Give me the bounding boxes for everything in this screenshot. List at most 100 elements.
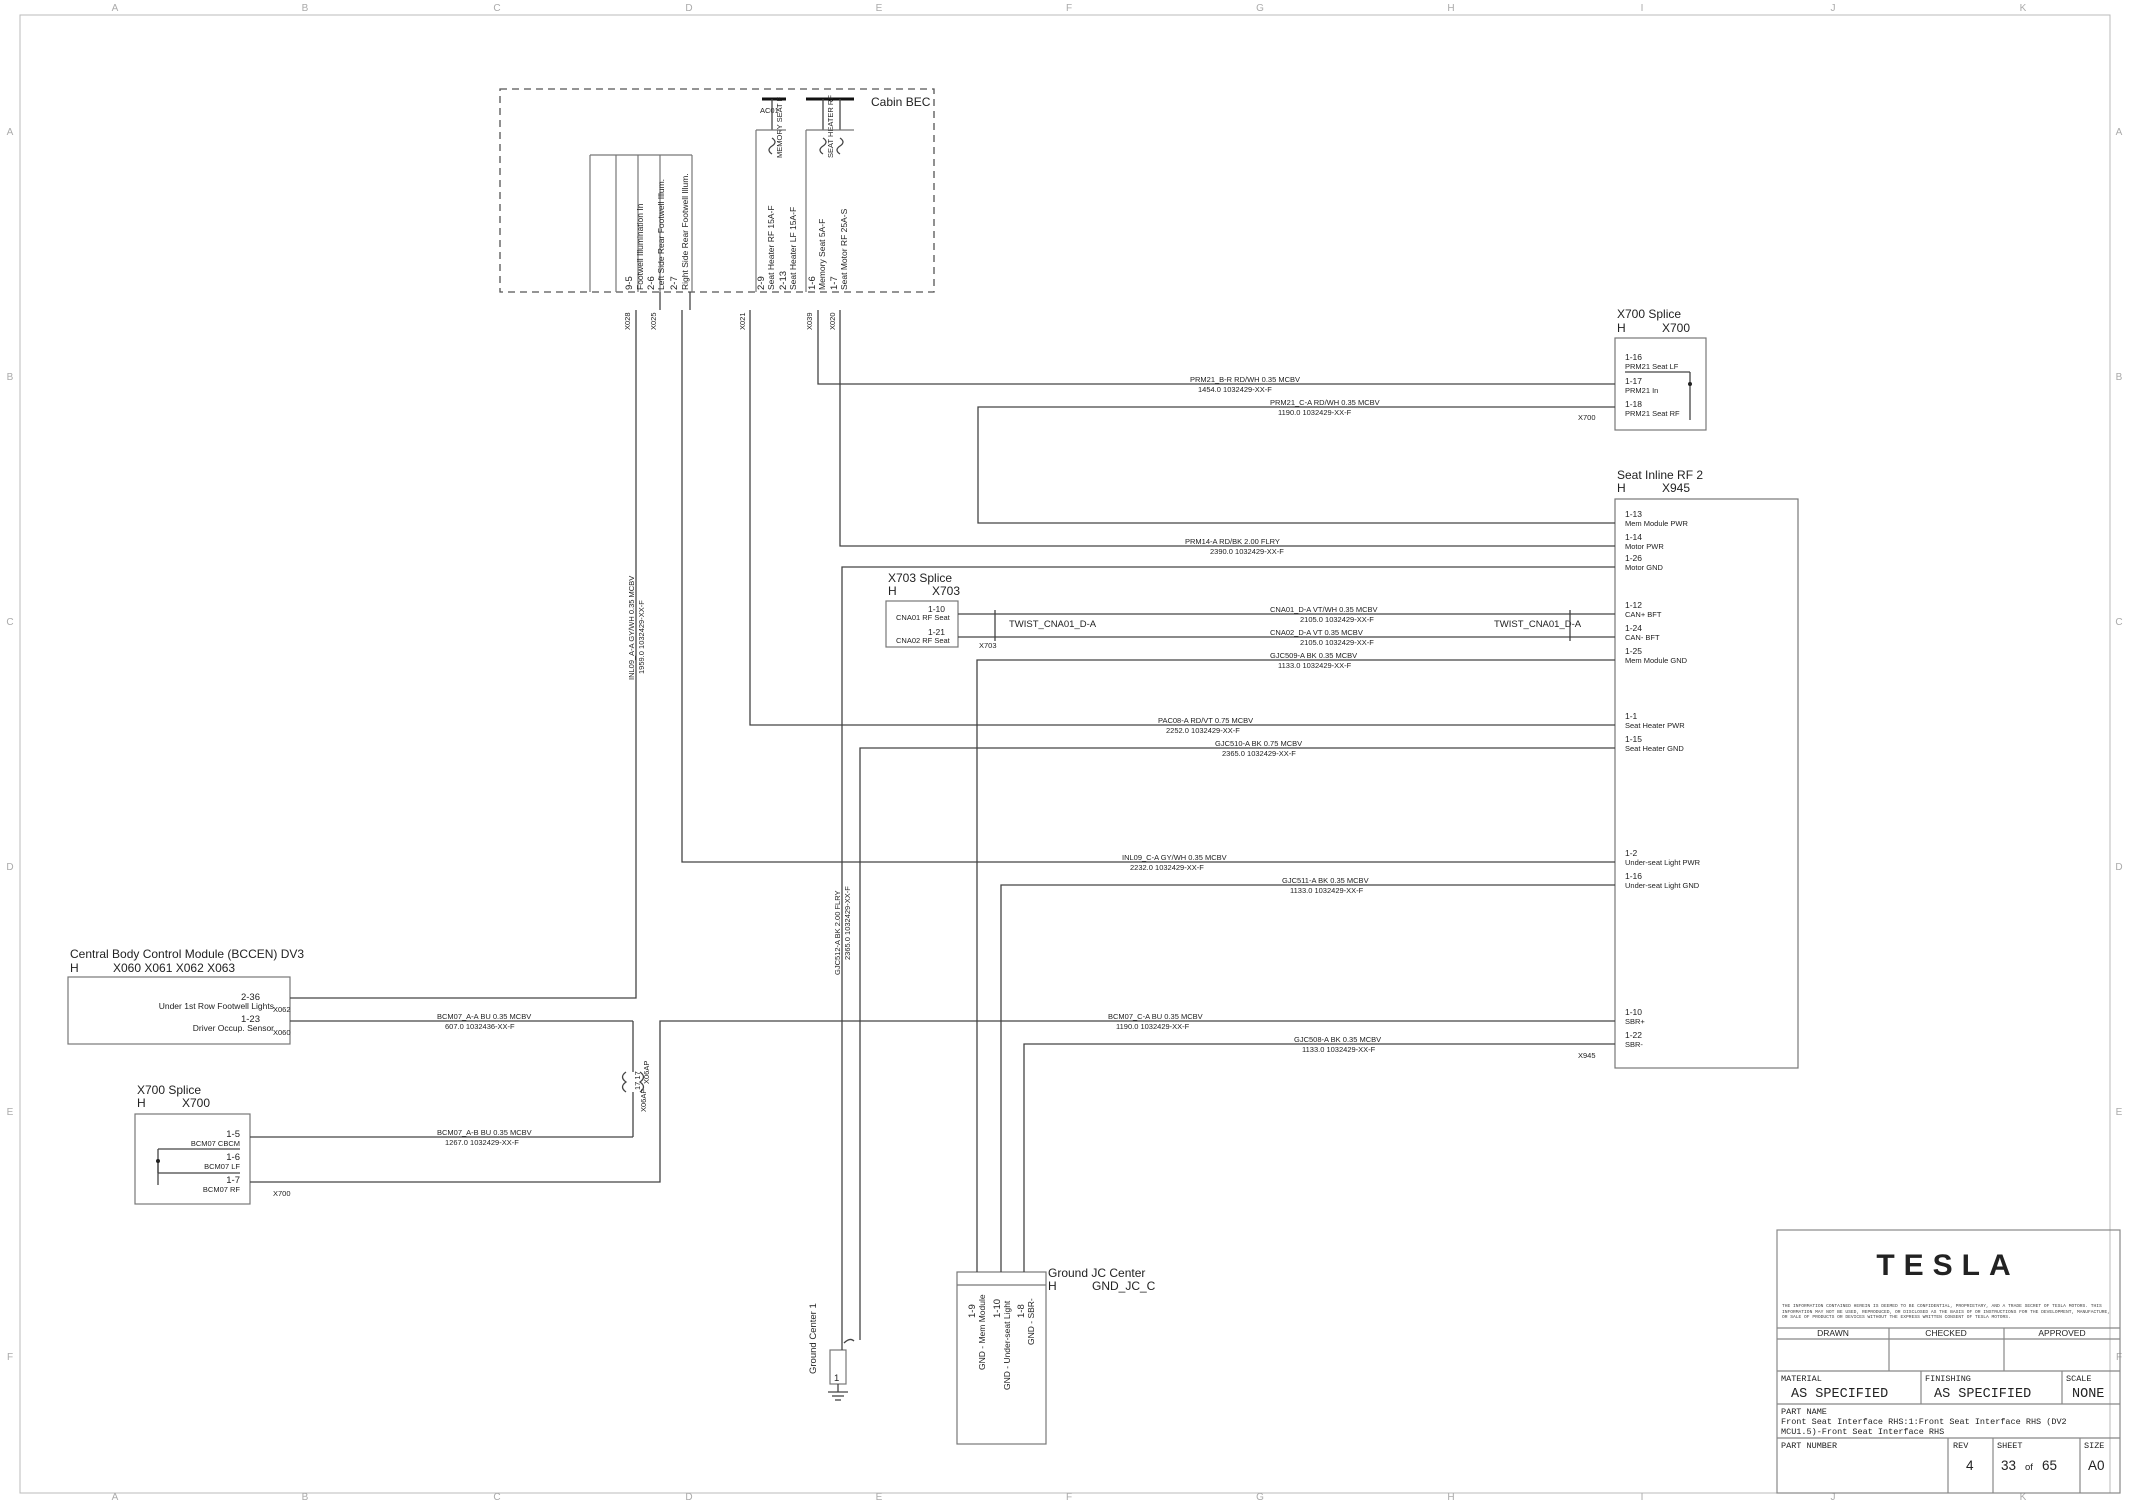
x700-top-pin: 1-18 xyxy=(1625,399,1642,409)
ground-jc-center[interactable]: Ground JC Center H GND_JC_C 1-9 GND - Me… xyxy=(956,1266,1156,1445)
wire-part: 1133.0 1032429-XX-F xyxy=(1302,1045,1376,1054)
x700-top-pin-label: PRM21 Seat RF xyxy=(1625,409,1680,418)
grid-row-label: B xyxy=(2116,372,2123,383)
x703-pin-label: CNA01 RF Seat xyxy=(896,613,951,622)
grid-col-label: F xyxy=(1066,1492,1072,1503)
seat-inline-conn: X945 xyxy=(1662,481,1690,495)
fuse-icon xyxy=(836,137,844,155)
grid-col-label: A xyxy=(112,1492,119,1503)
ground-jc-pin-label: GND - Under-seat Light xyxy=(1002,1300,1012,1390)
wire-part: 2105.0 1032429-XX-F xyxy=(1300,638,1374,647)
x700-splice-top[interactable]: X700 Splice H X700 1-16 PRM21 Seat LF 1-… xyxy=(1578,307,1707,431)
wire-part: 2365.0 1032429-XX-F xyxy=(843,886,852,960)
svg-text:9-5: 9-5 xyxy=(624,276,635,290)
grid-col-label: E xyxy=(876,1492,883,1503)
seat-inline-pin-label: CAN+ BFT xyxy=(1625,610,1662,619)
inline-conn-label-a: X06AP xyxy=(642,1061,651,1084)
wire-spec: BCM07_A-A BU 0.35 MCBV xyxy=(437,1012,531,1021)
ground-jc-conn: GND_JC_C xyxy=(1092,1279,1156,1293)
ground-jc-h: H xyxy=(1048,1279,1057,1293)
grid-col-label: H xyxy=(1447,3,1454,14)
grid-row-label: E xyxy=(2116,1107,2123,1118)
grid-col-label: G xyxy=(1256,1492,1264,1503)
wire-part: 1454.0 1032429-XX-F xyxy=(1198,385,1272,394)
x700-top-conn: X700 xyxy=(1662,321,1690,335)
seat-inline-pin: 1-2 xyxy=(1625,848,1638,858)
ground-center-label: Ground Center 1 xyxy=(808,1303,819,1374)
x703-h: H xyxy=(888,584,897,598)
ground-jc-pin-label: GND - SBR- xyxy=(1026,1298,1036,1345)
x703-pin: 1-10 xyxy=(928,604,945,614)
grid-col-label: C xyxy=(493,1492,500,1503)
x700-top-side-label: X700 xyxy=(1578,413,1596,422)
seat-inline-box xyxy=(1614,498,1799,1069)
seat-inline-pin: 1-1 xyxy=(1625,711,1638,721)
grid-row-label: D xyxy=(6,862,13,873)
bec-pin-num: 1-6 xyxy=(807,276,818,290)
x703-splice[interactable]: X703 Splice H X703 1-10 CNA01 RF Seat 1-… xyxy=(885,571,997,650)
bccen-module[interactable]: Central Body Control Module (BCCEN) DV3 … xyxy=(67,947,304,1045)
seat-inline-pin-label: Mem Module PWR xyxy=(1625,519,1689,528)
grid-col-label: J xyxy=(1831,3,1836,14)
tb-rev-label: REV xyxy=(1953,1441,1969,1451)
ground-jc-pin: 1-9 xyxy=(967,1304,978,1318)
grid-col-label: A xyxy=(112,3,119,14)
sheet-border xyxy=(19,14,2111,1494)
bec-conn-label: X028 xyxy=(623,312,632,330)
x700-splice-bottom[interactable]: X700 Splice H X700 1-5 BCM07 CBCM 1-6 BC… xyxy=(134,1083,291,1205)
wire-part: 1133.0 1032429-XX-F xyxy=(1290,886,1364,895)
seat-inline-pin-label: SBR+ xyxy=(1625,1017,1645,1026)
wire-part: 1959.0 1032429-XX-F xyxy=(637,600,646,674)
ground-center-1[interactable]: Ground Center 1 1 xyxy=(808,1303,855,1401)
bec-pin-label: Seat Motor RF 25A-S xyxy=(839,208,849,290)
x700-top-title: X700 Splice xyxy=(1617,307,1681,321)
ground-center-pin: 1 xyxy=(834,1373,839,1384)
ground-jc-pin-label: GND - Mem Module xyxy=(977,1294,987,1370)
fuse-icon xyxy=(768,137,776,155)
tesla-logo: TESLA xyxy=(1876,1249,2019,1282)
x700-bottom-box xyxy=(134,1113,251,1205)
seat-inline-h: H xyxy=(1617,481,1626,495)
ground-jc-pin: 1-10 xyxy=(992,1299,1003,1318)
x700-top-h: H xyxy=(1617,321,1626,335)
seat-inline-pin: 1-12 xyxy=(1625,600,1642,610)
inline-conn-label-b: X06AF xyxy=(639,1089,648,1112)
wire-labels: PRM21_B-R RD/WH 0.35 MCBV 1454.0 1032429… xyxy=(437,375,1381,1147)
x700-bottom-pin-label: BCM07 LF xyxy=(204,1162,240,1171)
bec-pin-num: 2-9 xyxy=(756,276,767,290)
x700-bottom-pin-label: BCM07 RF xyxy=(203,1185,241,1194)
grid-col-label: J xyxy=(1831,1492,1836,1503)
bec-pin-label: Seat Heater RF 15A-F xyxy=(766,205,776,290)
x700-top-pin-label: PRM21 In xyxy=(1625,386,1658,395)
x703-side-label: X703 xyxy=(979,641,997,650)
fuse-label-heater: SEAT HEATER RF xyxy=(826,95,835,158)
wire-part: 2232.0 1032429-XX-F xyxy=(1130,863,1204,872)
tb-part-name-2: MCU1.5)-Front Seat Interface RHS xyxy=(1781,1427,1944,1437)
bec-conn-label: X039 xyxy=(805,312,814,330)
wire-part: 2365.0 1032429-XX-F xyxy=(1222,749,1296,758)
bec-pin-num: 1-7 xyxy=(829,276,840,290)
title-block: TESLA THE INFORMATION CONTAINED HEREIN I… xyxy=(1776,1229,2121,1494)
inline-connector-x06a[interactable]: X06AP X06AF 17 17 xyxy=(621,1061,652,1112)
fuse-icon xyxy=(819,137,827,155)
cabin-bec-box xyxy=(499,88,935,293)
tb-scale: NONE xyxy=(2072,1387,2104,1402)
bccen-pin-label: Under 1st Row Footwell Lights xyxy=(159,1001,274,1011)
x703-conn: X703 xyxy=(932,584,960,598)
x700-bottom-pin: 1-5 xyxy=(226,1129,240,1140)
wire-part: 2390.0 1032429-XX-F xyxy=(1210,547,1284,556)
tb-sheet-total: 65 xyxy=(2042,1458,2057,1473)
x700-bottom-pin: 1-7 xyxy=(226,1175,240,1186)
bccen-conn: X060 xyxy=(273,1028,291,1037)
x703-box xyxy=(885,600,959,648)
x700-bottom-pin-label: BCM07 CBCM xyxy=(191,1139,240,1148)
bccen-pin: 1-23 xyxy=(241,1014,260,1025)
seat-inline-pin: 1-22 xyxy=(1625,1030,1642,1040)
cabin-bec[interactable]: Cabin BEC AC01 MEMORY SEAT F SEAT HEATER… xyxy=(499,88,935,330)
wire-part: 1267.0 1032429-XX-F xyxy=(445,1138,519,1147)
tb-scale-label: SCALE xyxy=(2066,1374,2092,1384)
wire-spec: CNA01_D-A VT/WH 0.35 MCBV xyxy=(1270,605,1378,614)
wire-spec: GJC511-A BK 0.35 MCBV xyxy=(1282,876,1369,885)
